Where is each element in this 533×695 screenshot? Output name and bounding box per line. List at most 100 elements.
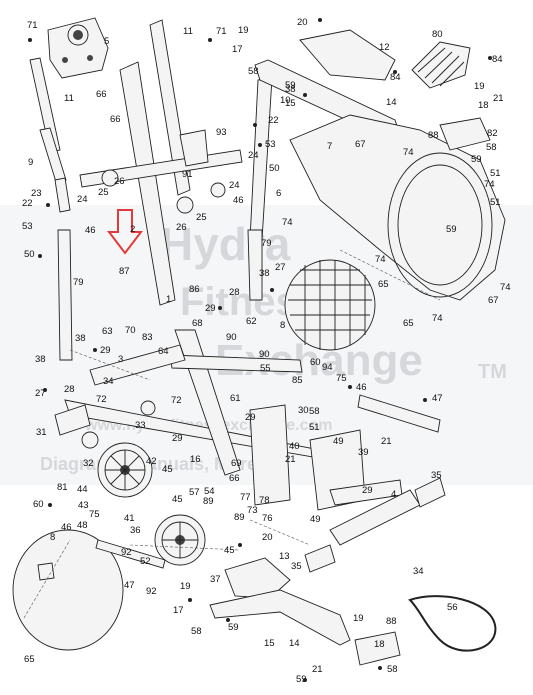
guard-mesh-part — [284, 259, 376, 351]
callout-44: 44 — [77, 484, 88, 495]
callout-65: 65 — [378, 279, 389, 290]
callout-15: 15 — [285, 98, 296, 109]
callout-74: 74 — [375, 254, 386, 265]
callout-15: 15 — [264, 638, 275, 649]
callout-45: 45 — [172, 494, 183, 505]
callout-26: 26 — [114, 176, 125, 187]
callout-78: 78 — [259, 495, 270, 506]
drive-belt-part — [408, 595, 497, 652]
callout-4: 4 — [391, 489, 396, 500]
watermark-brand-1: Hydra — [160, 218, 291, 270]
callout-29: 29 — [172, 433, 183, 444]
part-drawings — [12, 17, 506, 666]
callout-55: 55 — [260, 363, 271, 374]
callout-74: 74 — [500, 282, 511, 293]
callout-20: 20 — [297, 17, 308, 28]
callout-51: 51 — [309, 422, 320, 433]
callout-72: 72 — [96, 394, 107, 405]
callout-40: 40 — [289, 441, 300, 452]
callout-16: 16 — [190, 454, 201, 465]
callout-19: 19 — [238, 25, 249, 36]
callout-89: 89 — [203, 496, 214, 507]
callout-22: 22 — [22, 198, 33, 209]
left-handlebar-part — [29, 57, 61, 153]
callout-49: 49 — [333, 436, 344, 447]
callout-34: 34 — [413, 566, 424, 577]
callout-71: 71 — [216, 26, 227, 37]
callout-89: 89 — [234, 512, 245, 523]
callout-81: 81 — [57, 482, 68, 493]
callout-33: 33 — [135, 420, 146, 431]
callout-65: 65 — [24, 654, 35, 665]
callout-27: 27 — [275, 262, 286, 273]
callout-62: 62 — [246, 316, 257, 327]
callout-14: 14 — [386, 97, 397, 108]
callout-80: 80 — [432, 29, 443, 40]
callout-90: 90 — [259, 349, 270, 360]
callout-35: 35 — [291, 561, 302, 572]
crank-disk-part — [154, 514, 206, 566]
flywheel-cover-part — [12, 529, 124, 651]
callout-11: 11 — [183, 26, 193, 37]
lower-pedal-part — [224, 557, 291, 599]
callout-50: 50 — [24, 249, 35, 260]
callout-87: 87 — [119, 266, 130, 277]
callout-17: 17 — [173, 605, 184, 616]
callout-8: 8 — [280, 320, 285, 331]
callout-51: 51 — [490, 197, 501, 208]
callout-46: 46 — [61, 522, 72, 533]
callout-70: 70 — [125, 325, 136, 336]
callout-79: 79 — [261, 238, 272, 249]
left-upright-part — [57, 229, 73, 361]
stabilizer-part — [89, 344, 186, 386]
callout-69: 69 — [231, 458, 242, 469]
callout-22: 22 — [268, 115, 279, 126]
callout-6: 6 — [276, 188, 281, 199]
callout-58: 58 — [191, 626, 202, 637]
callout-93: 93 — [216, 127, 227, 138]
callout-24: 24 — [229, 180, 240, 191]
callout-57: 57 — [189, 487, 200, 498]
callout-68: 68 — [192, 318, 203, 329]
drive-pulley-part — [97, 442, 153, 498]
callout-53: 53 — [265, 139, 276, 150]
callout-47: 47 — [124, 580, 135, 591]
callout-42: 42 — [146, 456, 157, 467]
callout-51: 51 — [490, 168, 501, 179]
callout-1: 1 — [166, 294, 171, 305]
callout-19: 19 — [474, 81, 485, 92]
callout-58: 58 — [387, 664, 398, 675]
callout-3: 3 — [118, 354, 123, 365]
lower-rail-arm-part — [209, 589, 351, 646]
fastener-markers — [28, 18, 492, 682]
callout-28: 28 — [64, 384, 75, 395]
end-cap-part-31 — [54, 404, 91, 436]
console-part — [47, 17, 109, 79]
callout-92: 92 — [121, 547, 132, 558]
callout-58: 58 — [309, 406, 320, 417]
callout-84: 84 — [492, 54, 503, 65]
callout-64: 64 — [158, 346, 169, 357]
callout-11: 11 — [64, 93, 74, 104]
red-down-arrow-icon — [106, 209, 144, 255]
callout-82: 82 — [487, 128, 498, 139]
callout-74: 74 — [432, 313, 443, 324]
callout-66: 66 — [229, 473, 240, 484]
callout-21: 21 — [285, 454, 296, 465]
callout-25: 25 — [98, 187, 109, 198]
callout-19: 19 — [353, 613, 364, 624]
callout-77: 77 — [240, 492, 251, 503]
pedal-top-part — [299, 29, 396, 81]
callout-79: 79 — [73, 277, 84, 288]
callout-18: 18 — [374, 639, 385, 650]
callout-9: 9 — [28, 157, 33, 168]
callout-23: 23 — [31, 188, 42, 199]
callout-8: 8 — [50, 532, 55, 543]
center-column-part — [119, 61, 176, 306]
pivot-block-part — [439, 117, 491, 151]
callout-59: 59 — [296, 674, 307, 685]
callout-24: 24 — [248, 150, 259, 161]
callout-66: 66 — [110, 114, 121, 125]
callout-34: 34 — [103, 376, 114, 387]
